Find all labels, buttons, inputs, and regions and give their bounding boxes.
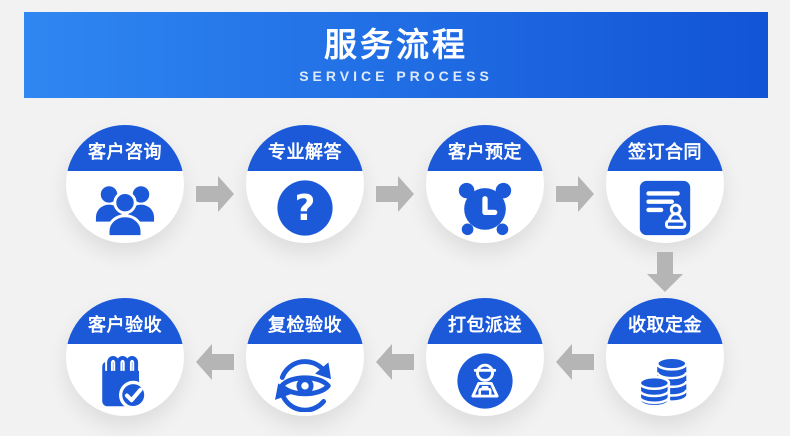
page-subtitle: SERVICE PROCESS	[299, 68, 493, 85]
step-label-cap: 客户验收	[66, 298, 184, 344]
step-label: 客户咨询	[88, 141, 162, 162]
step-customer-reservation: 客户预定	[426, 125, 544, 243]
step-pack-delivery: 打包派送	[426, 298, 544, 416]
step-label: 专业解答	[268, 141, 342, 162]
step-label: 收取定金	[628, 314, 702, 335]
step-customer-consultation: 客户咨询	[66, 125, 184, 243]
eye-recheck-icon	[274, 350, 336, 412]
step-label: 打包派送	[448, 314, 522, 335]
step-label: 客户预定	[448, 141, 522, 162]
alarm-clock-icon	[454, 177, 516, 239]
coins-icon	[634, 350, 696, 412]
step-label-cap: 收取定金	[606, 298, 724, 344]
left-arrow-icon	[376, 344, 414, 380]
svg-text:?: ?	[295, 188, 316, 229]
right-arrow-icon	[376, 176, 414, 212]
step-sign-contract: 签订合同	[606, 125, 724, 243]
left-arrow-icon	[556, 344, 594, 380]
step-label-cap: 专业解答	[246, 125, 364, 171]
step-label-cap: 打包派送	[426, 298, 544, 344]
step-customer-acceptance: 客户验收	[66, 298, 184, 416]
step-label-cap: 客户预定	[426, 125, 544, 171]
step-collect-deposit: 收取定金	[606, 298, 724, 416]
banner: 服务流程 SERVICE PROCESS	[24, 12, 768, 98]
step-label: 复检验收	[268, 314, 342, 335]
step-recheck-acceptance: 复检验收	[246, 298, 364, 416]
step-professional-answer: ? 专业解答	[246, 125, 364, 243]
right-arrow-icon	[556, 176, 594, 212]
page-title: 服务流程	[324, 25, 468, 63]
left-arrow-icon	[196, 344, 234, 380]
step-label: 签订合同	[628, 141, 702, 162]
down-arrow-icon	[647, 252, 683, 292]
step-label: 客户验收	[88, 314, 162, 335]
step-label-cap: 客户咨询	[66, 125, 184, 171]
clipboard-check-icon	[94, 350, 156, 412]
contract-icon	[634, 177, 696, 239]
question-icon: ?	[274, 177, 336, 239]
delivery-person-icon	[454, 350, 516, 412]
customers-icon	[94, 177, 156, 239]
right-arrow-icon	[196, 176, 234, 212]
step-label-cap: 复检验收	[246, 298, 364, 344]
step-label-cap: 签订合同	[606, 125, 724, 171]
